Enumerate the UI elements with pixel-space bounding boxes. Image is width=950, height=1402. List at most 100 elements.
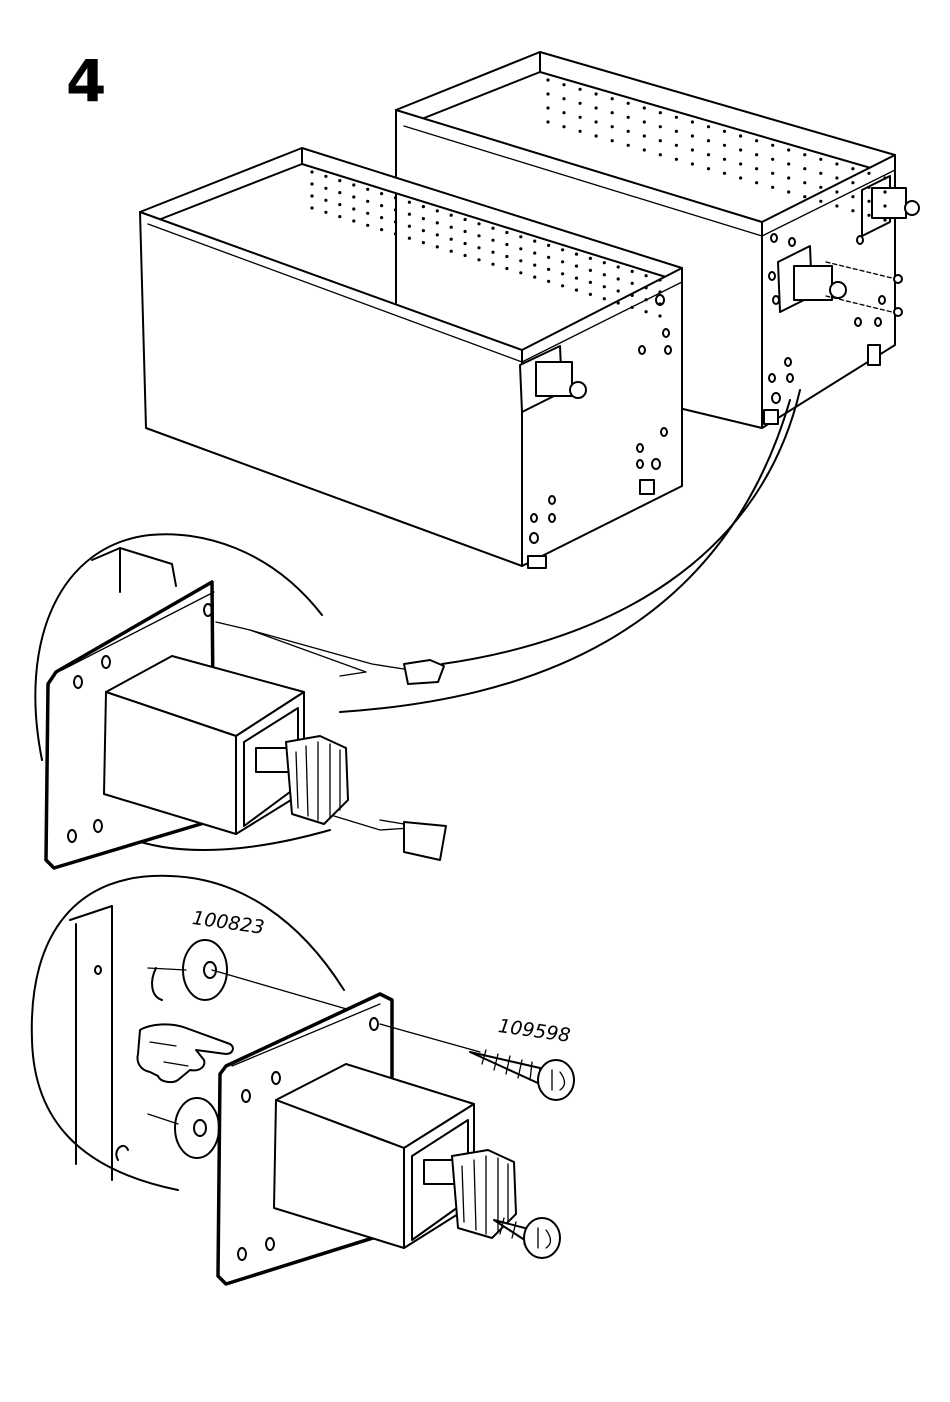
perforation-dot [611,111,614,114]
perforation-dot [867,172,870,175]
perforation-dot [771,158,774,161]
perforation-dot [505,231,508,234]
perforation-dot [627,102,630,105]
perforation-dot [464,218,467,221]
perforation-dot [739,176,742,179]
perforation-dot [851,209,854,212]
perforation-dot [707,167,710,170]
perforation-dot [394,232,397,235]
perforation-dot [422,241,425,244]
perforation-dot [603,273,606,276]
perforation-dot [819,172,822,175]
perforation-dot [310,206,313,209]
perforation-dot [464,242,467,245]
perforation-dot [658,278,661,281]
perforation-dot [835,190,838,193]
perforation-dot [723,158,726,161]
perforation-dot [491,251,494,254]
perforation-dot [380,192,383,195]
perforation-dot [491,227,494,230]
perforation-dot [338,203,341,206]
perforation-dot [835,176,838,179]
perforation-dot [835,204,838,207]
perforation-dot [546,78,549,81]
perforation-dot [324,187,327,190]
perforation-dot [691,120,694,123]
perforation-dot [883,176,886,179]
perforation-dot [579,88,582,91]
perforation-dot [477,234,480,237]
screw-icon-2 [494,1218,560,1258]
perforation-dot [691,148,694,151]
perforation-dot [562,125,565,128]
perforation-dot [771,172,774,175]
perforation-dot [575,265,578,268]
perforation-dot [611,97,614,100]
perforation-dot [707,125,710,128]
perforation-dot [422,217,425,220]
perforation-dot [771,186,774,189]
perforation-dot [617,289,620,292]
perforation-dot [533,252,536,255]
perforation-dot [562,83,565,86]
perforation-dot [835,162,838,165]
perforation-dot [631,306,634,309]
perforation-dot [755,167,758,170]
perforation-dot [491,263,494,266]
perforation-dot [575,289,578,292]
perforation-dot [867,214,870,217]
perforation-dot [627,130,630,133]
perforation-dot [803,181,806,184]
perforation-dot [310,170,313,173]
perforation-dot [603,297,606,300]
perforation-dot [645,286,648,289]
perforation-dot [575,277,578,280]
perforation-dot [394,220,397,223]
perforation-dot [352,195,355,198]
perforation-dot [450,238,453,241]
perforation-dot [436,233,439,236]
perforation-dot [691,162,694,165]
perforation-dot [659,153,662,156]
perforation-dot [579,130,582,133]
perforation-dot [533,264,536,267]
perforation-dot [675,130,678,133]
perforation-dot [561,260,564,263]
perforation-dot [575,253,578,256]
adjustable-leg-icon [46,582,348,868]
perforation-dot [851,181,854,184]
perforation-dot [324,211,327,214]
perforation-dot [505,255,508,258]
perforation-dot [707,139,710,142]
perforation-dot [787,148,790,151]
perforation-dot [366,224,369,227]
perforation-dot [366,188,369,191]
perforation-dot [519,235,522,238]
perforation-dot [366,212,369,215]
perforation-dot [611,125,614,128]
perforation-dot [643,134,646,137]
perforation-dot [771,144,774,147]
perforation-dot [436,209,439,212]
perforation-dot [645,274,648,277]
perforation-dot [819,158,822,161]
perforation-dot [658,302,661,305]
perforation-dot [579,116,582,119]
perforation-dot [723,144,726,147]
perforation-dot [477,222,480,225]
perforation-dot [408,237,411,240]
perforation-dot [477,246,480,249]
perforation-dot [611,139,614,142]
perforation-dot [589,281,592,284]
perforation-dot [603,261,606,264]
perforation-dot [723,130,726,133]
perforation-dot [380,204,383,207]
perforation-dot [408,213,411,216]
perforation-dot [436,221,439,224]
perforation-dot [338,179,341,182]
perforation-dot [310,182,313,185]
perforation-dot [645,298,648,301]
perforation-dot [883,204,886,207]
perforation-dot [547,280,550,283]
